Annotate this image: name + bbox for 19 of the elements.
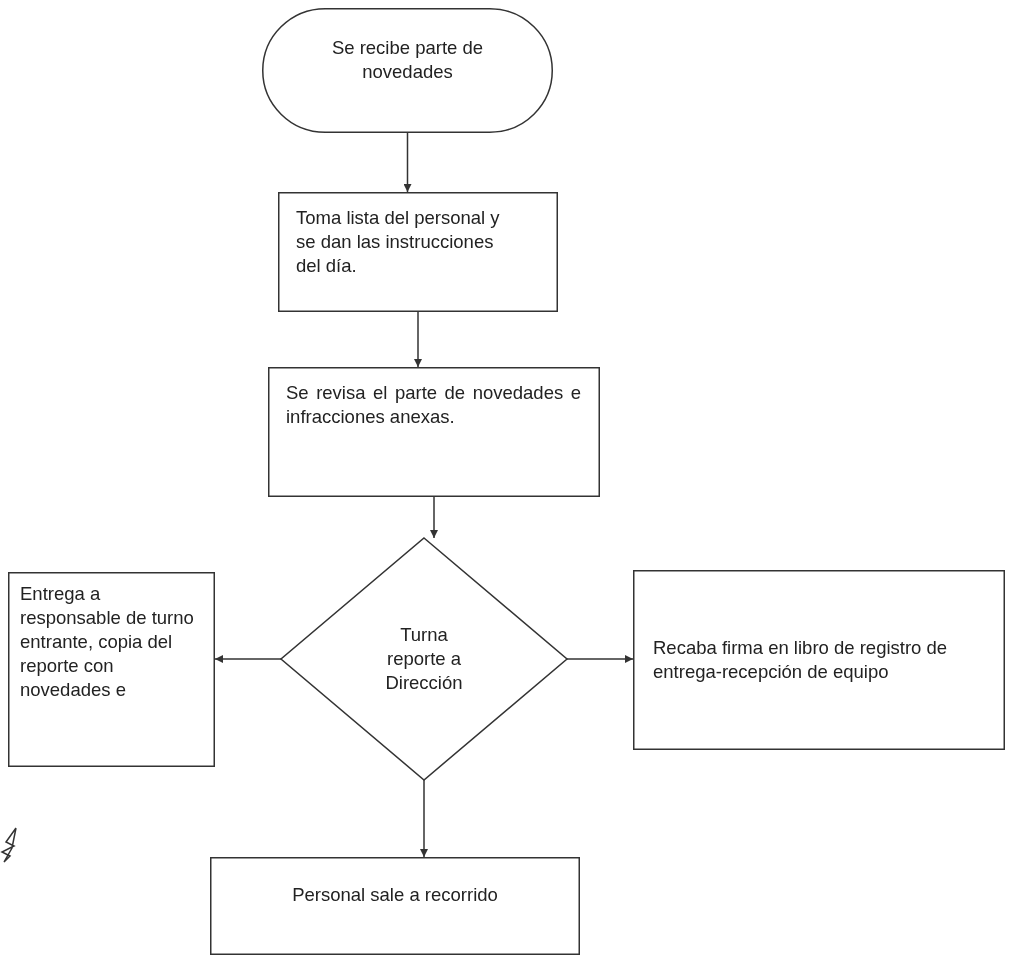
arrow	[214, 655, 282, 663]
arrow	[430, 496, 438, 539]
node-label: Toma lista del personal y se dan las instrucciones del día.	[296, 206, 501, 279]
node-label: Entrega a responsable de turno entrante, copia del reporte con novedades e	[20, 582, 195, 703]
process-box	[8, 572, 215, 767]
node-label: Turna reporte a Dirección	[384, 622, 464, 695]
arrow	[566, 655, 634, 663]
process-box	[268, 367, 600, 497]
process-box	[210, 857, 580, 955]
node-label: Recaba firma en libro de registro de entrega-recepción de equipo	[653, 635, 949, 684]
node-label: Se revisa el parte de novedades e infracciones anexas.	[286, 381, 581, 430]
process-box	[278, 192, 558, 312]
process-box	[633, 570, 1005, 750]
arrow	[414, 311, 422, 368]
decision-diamond	[281, 538, 567, 780]
arrow	[403, 132, 412, 193]
node-label: Se recibe parte de novedades	[330, 36, 485, 85]
node-label: Personal sale a recorrido	[291, 883, 499, 907]
arrow	[420, 779, 428, 858]
